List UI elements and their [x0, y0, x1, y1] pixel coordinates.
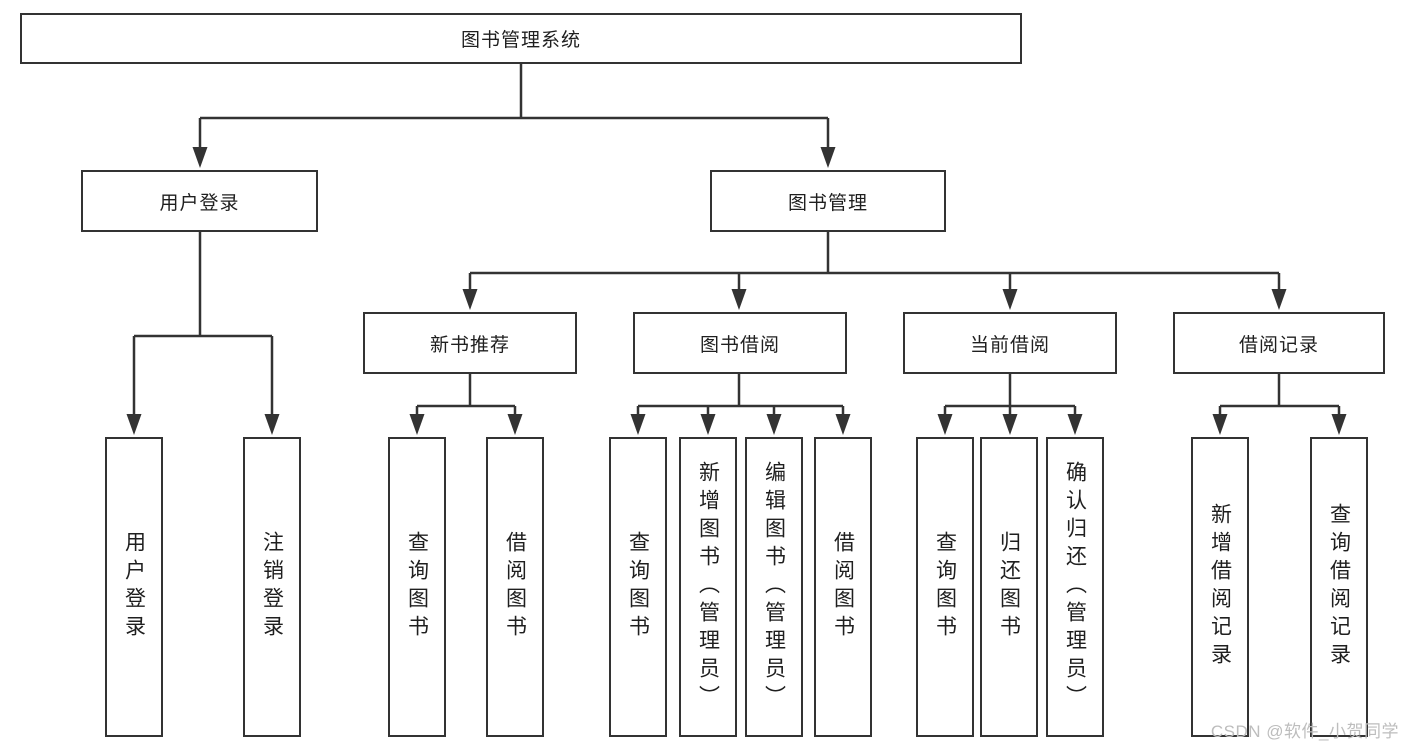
node-current-query-books: 查询图书	[916, 437, 974, 737]
connector-book-mgmt	[462, 231, 1287, 310]
arrowhead-icon	[1002, 414, 1018, 435]
connector-book-borrow	[630, 374, 851, 435]
connector-line	[198, 64, 830, 150]
arrowhead-icon	[126, 414, 142, 435]
node-borrowing-records: 借阅记录	[1173, 312, 1385, 374]
node-newbook-borrow-books: 借阅图书	[486, 437, 544, 737]
arrowhead-icon	[1331, 414, 1347, 435]
node-user-login: 用户登录	[81, 170, 318, 232]
arrowhead-icon	[192, 147, 208, 168]
connector-line	[468, 231, 1281, 292]
connector-new-book	[409, 374, 523, 435]
connector-root	[192, 64, 836, 168]
connector-user-login	[126, 231, 280, 435]
node-user-login-leaf: 用户登录	[105, 437, 163, 737]
arrowhead-icon	[766, 414, 782, 435]
node-book-management: 图书管理	[710, 170, 946, 232]
csdn-watermark: CSDN @软件_小贺同学	[1210, 722, 1399, 741]
arrowhead-icon	[507, 414, 523, 435]
connector-line	[636, 374, 845, 416]
node-borrow-books: 借阅图书	[814, 437, 872, 737]
arrowhead-icon	[1067, 414, 1083, 435]
node-add-borrow-record: 新增借阅记录	[1191, 437, 1249, 737]
arrowhead-icon	[937, 414, 953, 435]
node-return-books: 归还图书	[980, 437, 1038, 737]
connector-line	[132, 231, 274, 416]
node-borrow-query-books: 查询图书	[609, 437, 667, 737]
connector-line	[943, 374, 1077, 416]
node-add-books-admin: 新增图书（管理员）	[679, 437, 737, 737]
node-book-borrowing: 图书借阅	[633, 312, 847, 374]
arrowhead-icon	[462, 289, 478, 310]
node-query-borrow-record: 查询借阅记录	[1310, 437, 1368, 737]
node-newbook-query-books: 查询图书	[388, 437, 446, 737]
node-edit-books-admin: 编辑图书（管理员）	[745, 437, 803, 737]
connector-borrow-record	[1212, 374, 1347, 435]
node-system-root: 图书管理系统	[20, 13, 1022, 64]
arrowhead-icon	[1002, 289, 1018, 310]
arrowhead-icon	[264, 414, 280, 435]
connector-line	[415, 374, 517, 416]
arrowhead-icon	[700, 414, 716, 435]
arrowhead-icon	[835, 414, 851, 435]
connector-current-borrow	[937, 374, 1083, 435]
arrowhead-icon	[731, 289, 747, 310]
arrowhead-icon	[630, 414, 646, 435]
arrowhead-icon	[820, 147, 836, 168]
node-logout: 注销登录	[243, 437, 301, 737]
arrowhead-icon	[1212, 414, 1228, 435]
node-current-borrowing: 当前借阅	[903, 312, 1117, 374]
node-new-book-recommend: 新书推荐	[363, 312, 577, 374]
arrowhead-icon	[1271, 289, 1287, 310]
node-confirm-return-admin: 确认归还（管理员）	[1046, 437, 1104, 737]
arrowhead-icon	[409, 414, 425, 435]
connector-line	[1218, 374, 1341, 416]
